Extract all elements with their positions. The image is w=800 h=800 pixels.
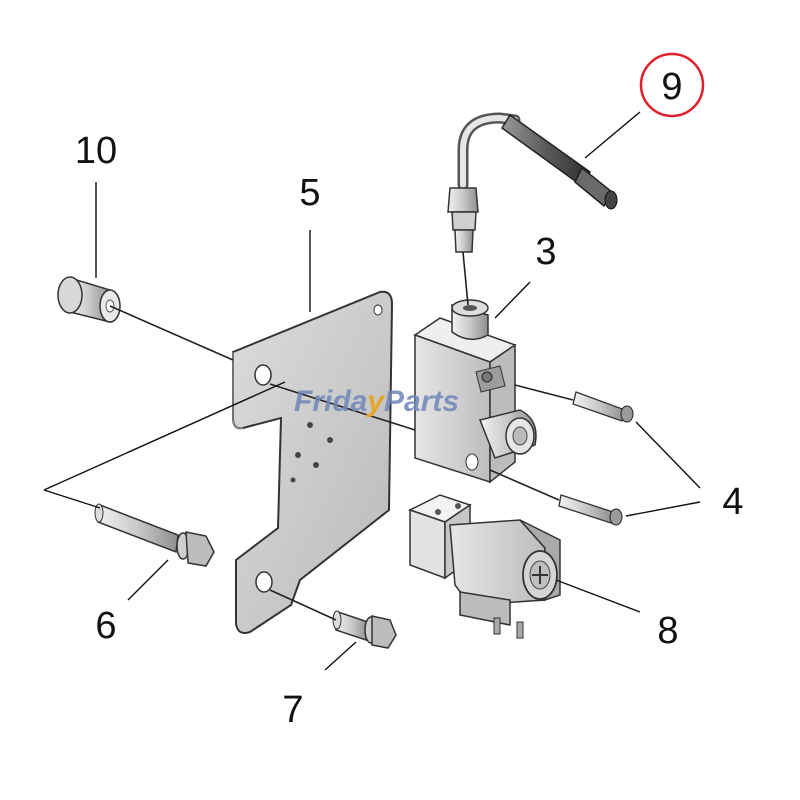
callout-4: 4: [722, 481, 743, 523]
mounting-screws: [558, 391, 634, 526]
hex-bolt-long: [94, 503, 215, 567]
callout-6: 6: [95, 605, 116, 647]
spacer-bushing: [57, 276, 121, 323]
watermark-text-2: y: [365, 385, 385, 418]
mounting-plate: [232, 290, 394, 634]
callout-9: 9: [661, 66, 682, 108]
svg-text:FridayParts: FridayParts: [294, 385, 459, 418]
watermark-text-3: Parts: [384, 385, 459, 418]
pressure-tube-assembly: [447, 112, 618, 253]
leader-lines: [43, 111, 701, 671]
assembly-lines: [109, 251, 574, 621]
watermark-text-1: Frida: [294, 385, 367, 418]
callout-3: 3: [535, 231, 556, 273]
hex-bolt-short: [332, 610, 397, 649]
callout-10: 10: [75, 130, 117, 172]
callout-5: 5: [299, 172, 320, 214]
solenoid-valve: [408, 494, 561, 639]
callout-8: 8: [657, 610, 678, 652]
watermark-logo: FridayParts: [294, 385, 459, 418]
valve-block: [413, 299, 537, 484]
callout-7: 7: [282, 689, 303, 731]
highlight-circle: [639, 52, 705, 118]
